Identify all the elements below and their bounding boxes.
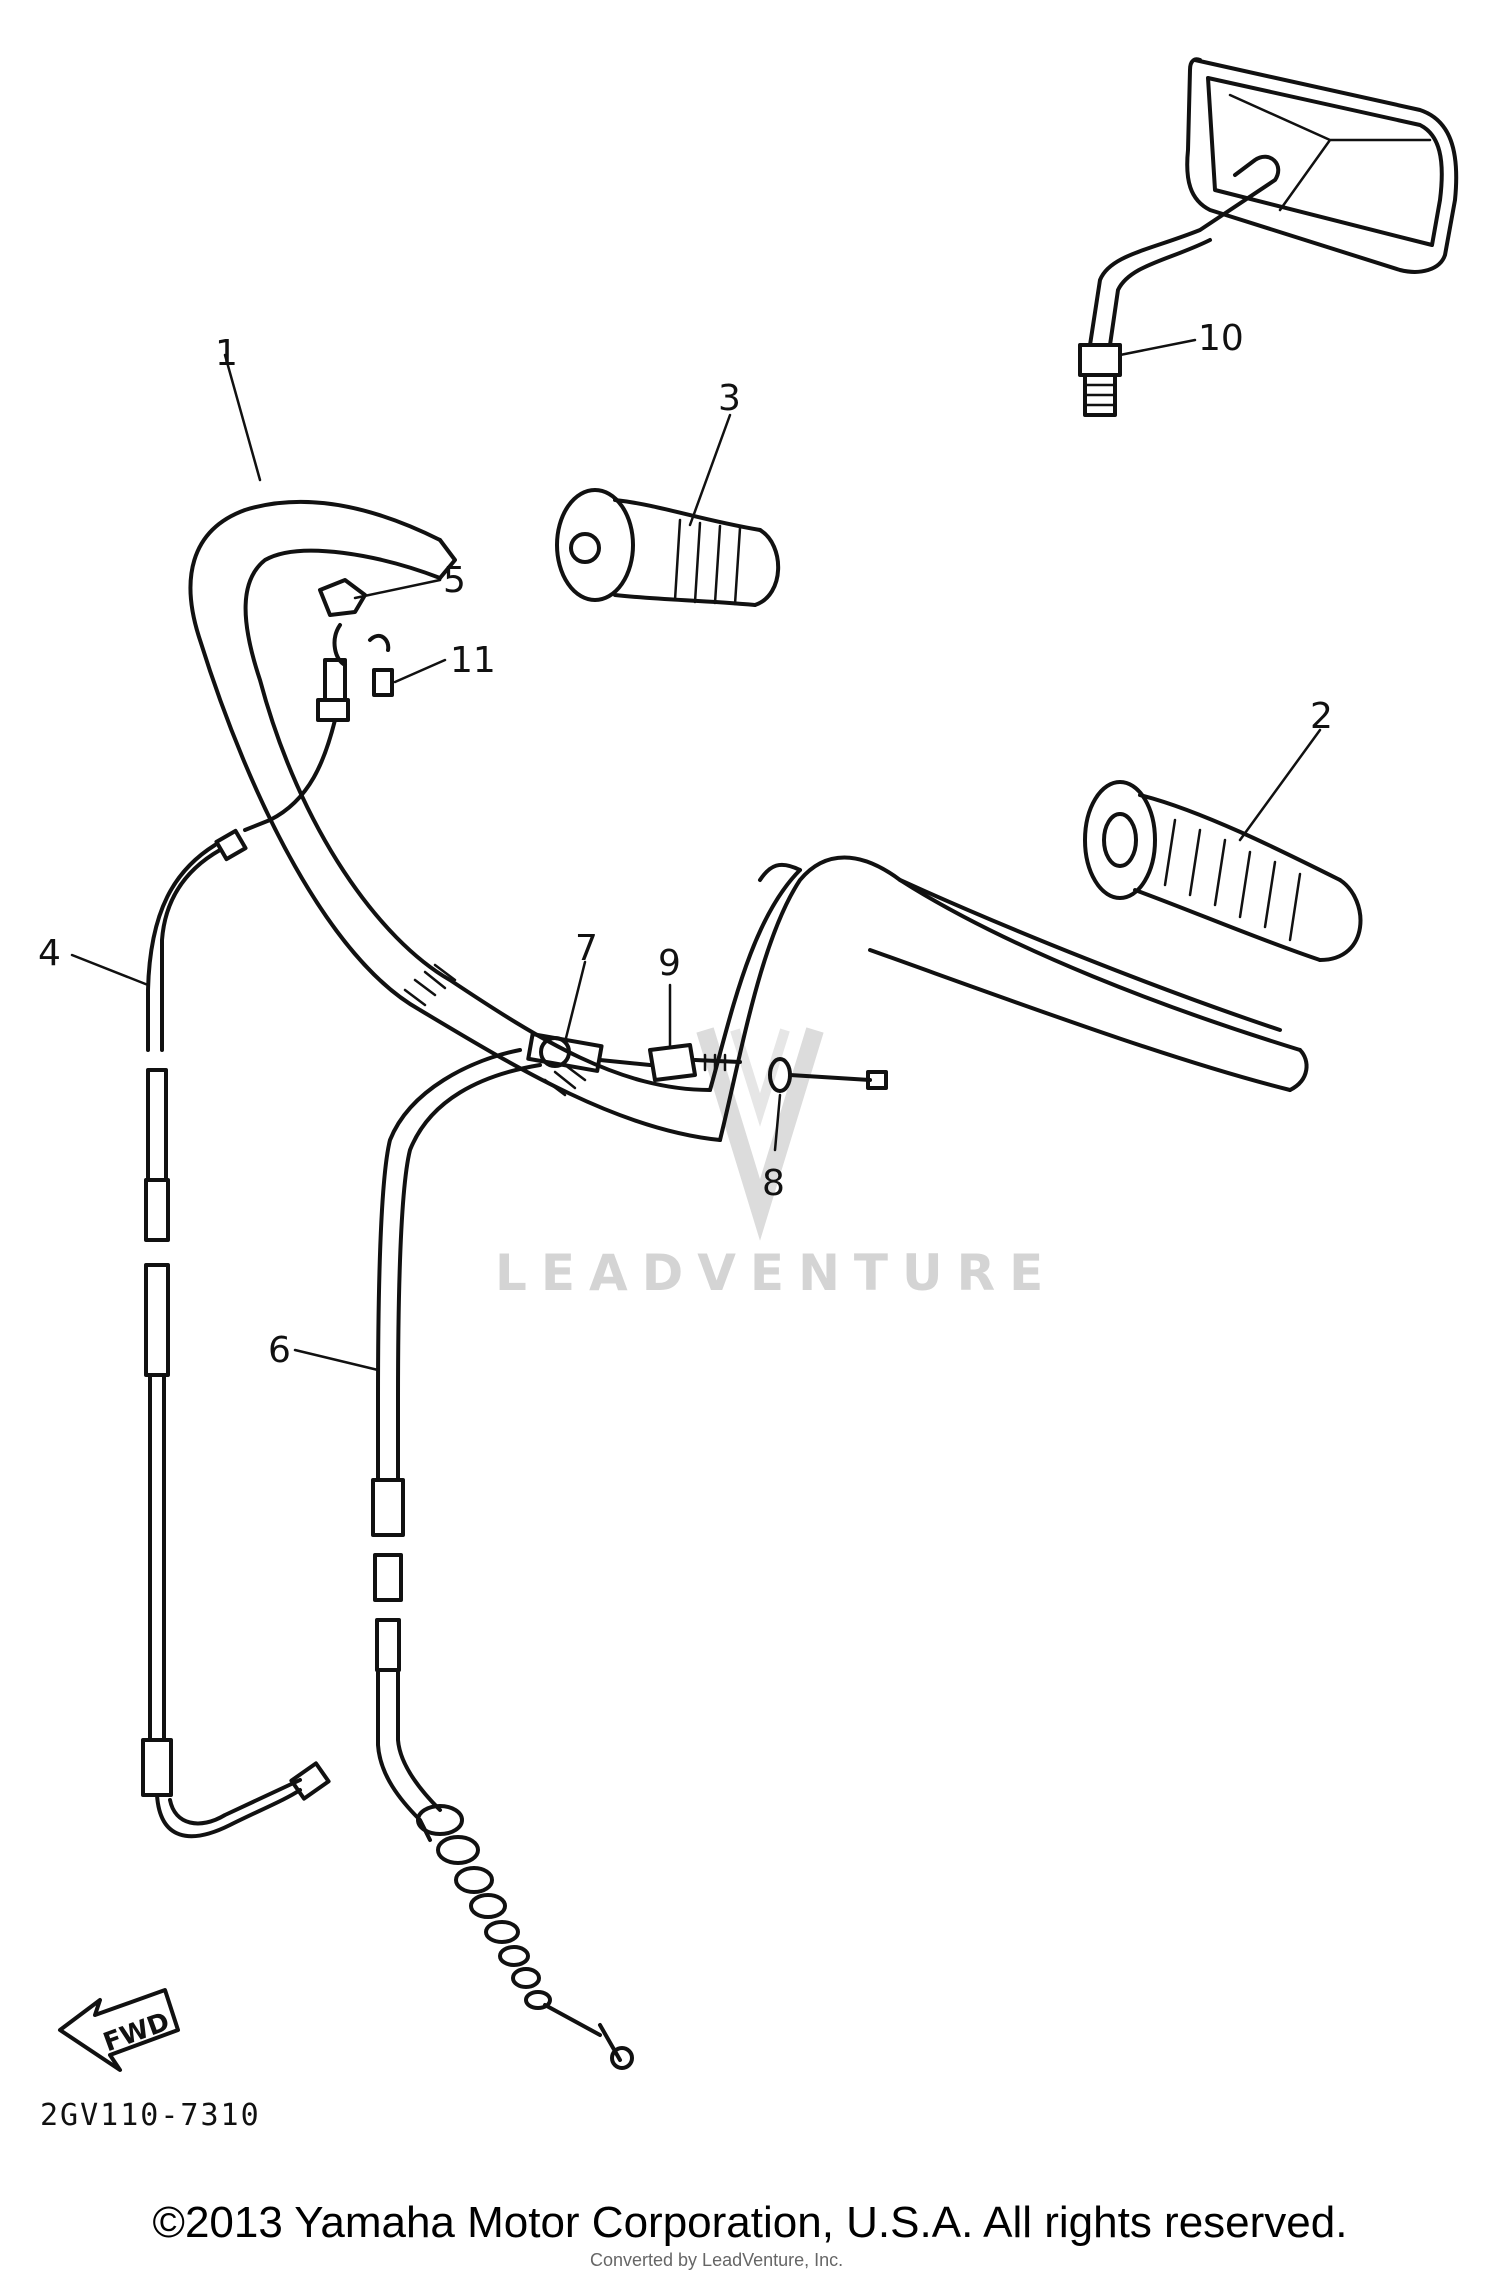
screw[interactable] [368,633,394,697]
cable-adjuster[interactable] [526,1032,652,1073]
callout-labels: 1 2 3 4 5 6 7 8 9 10 11 [38,318,1333,1371]
callout-3: 3 [718,378,741,419]
callout-6: 6 [268,1330,291,1371]
callout-7: 7 [575,928,598,969]
callout-9: 9 [658,943,681,984]
fwd-label: FWD [99,2007,173,2058]
locknut[interactable] [768,1057,888,1093]
rearview-mirror[interactable] [1078,57,1459,417]
callout-11: 11 [450,640,496,681]
handlebar[interactable] [188,499,1309,1142]
left-grip[interactable] [555,488,781,607]
callout-10: 10 [1198,318,1244,359]
cable-holder[interactable] [316,578,367,722]
callout-leaders [70,338,1322,1372]
faint-credit: Converted by LeadVenture, Inc. [590,2250,844,2270]
clutch-cable[interactable] [141,718,337,1839]
diagram-code: 2GV110-7310 [40,2098,261,2133]
leadventure-watermark: LEADVENTURE [495,1027,1057,1302]
callout-8: 8 [762,1163,785,1204]
callout-1: 1 [215,333,238,374]
adjuster-nut[interactable] [648,1043,742,1082]
callout-2: 2 [1310,696,1333,737]
watermark-text: LEADVENTURE [495,1244,1057,1302]
throttle-cable[interactable] [371,1048,634,2070]
right-grip[interactable] [1083,780,1363,962]
callout-5: 5 [443,560,466,601]
callout-4: 4 [38,933,61,974]
copyright-notice: ©2013 Yamaha Motor Corporation, U.S.A. A… [152,2198,1348,2247]
forward-arrow-icon: FWD [58,1988,180,2072]
